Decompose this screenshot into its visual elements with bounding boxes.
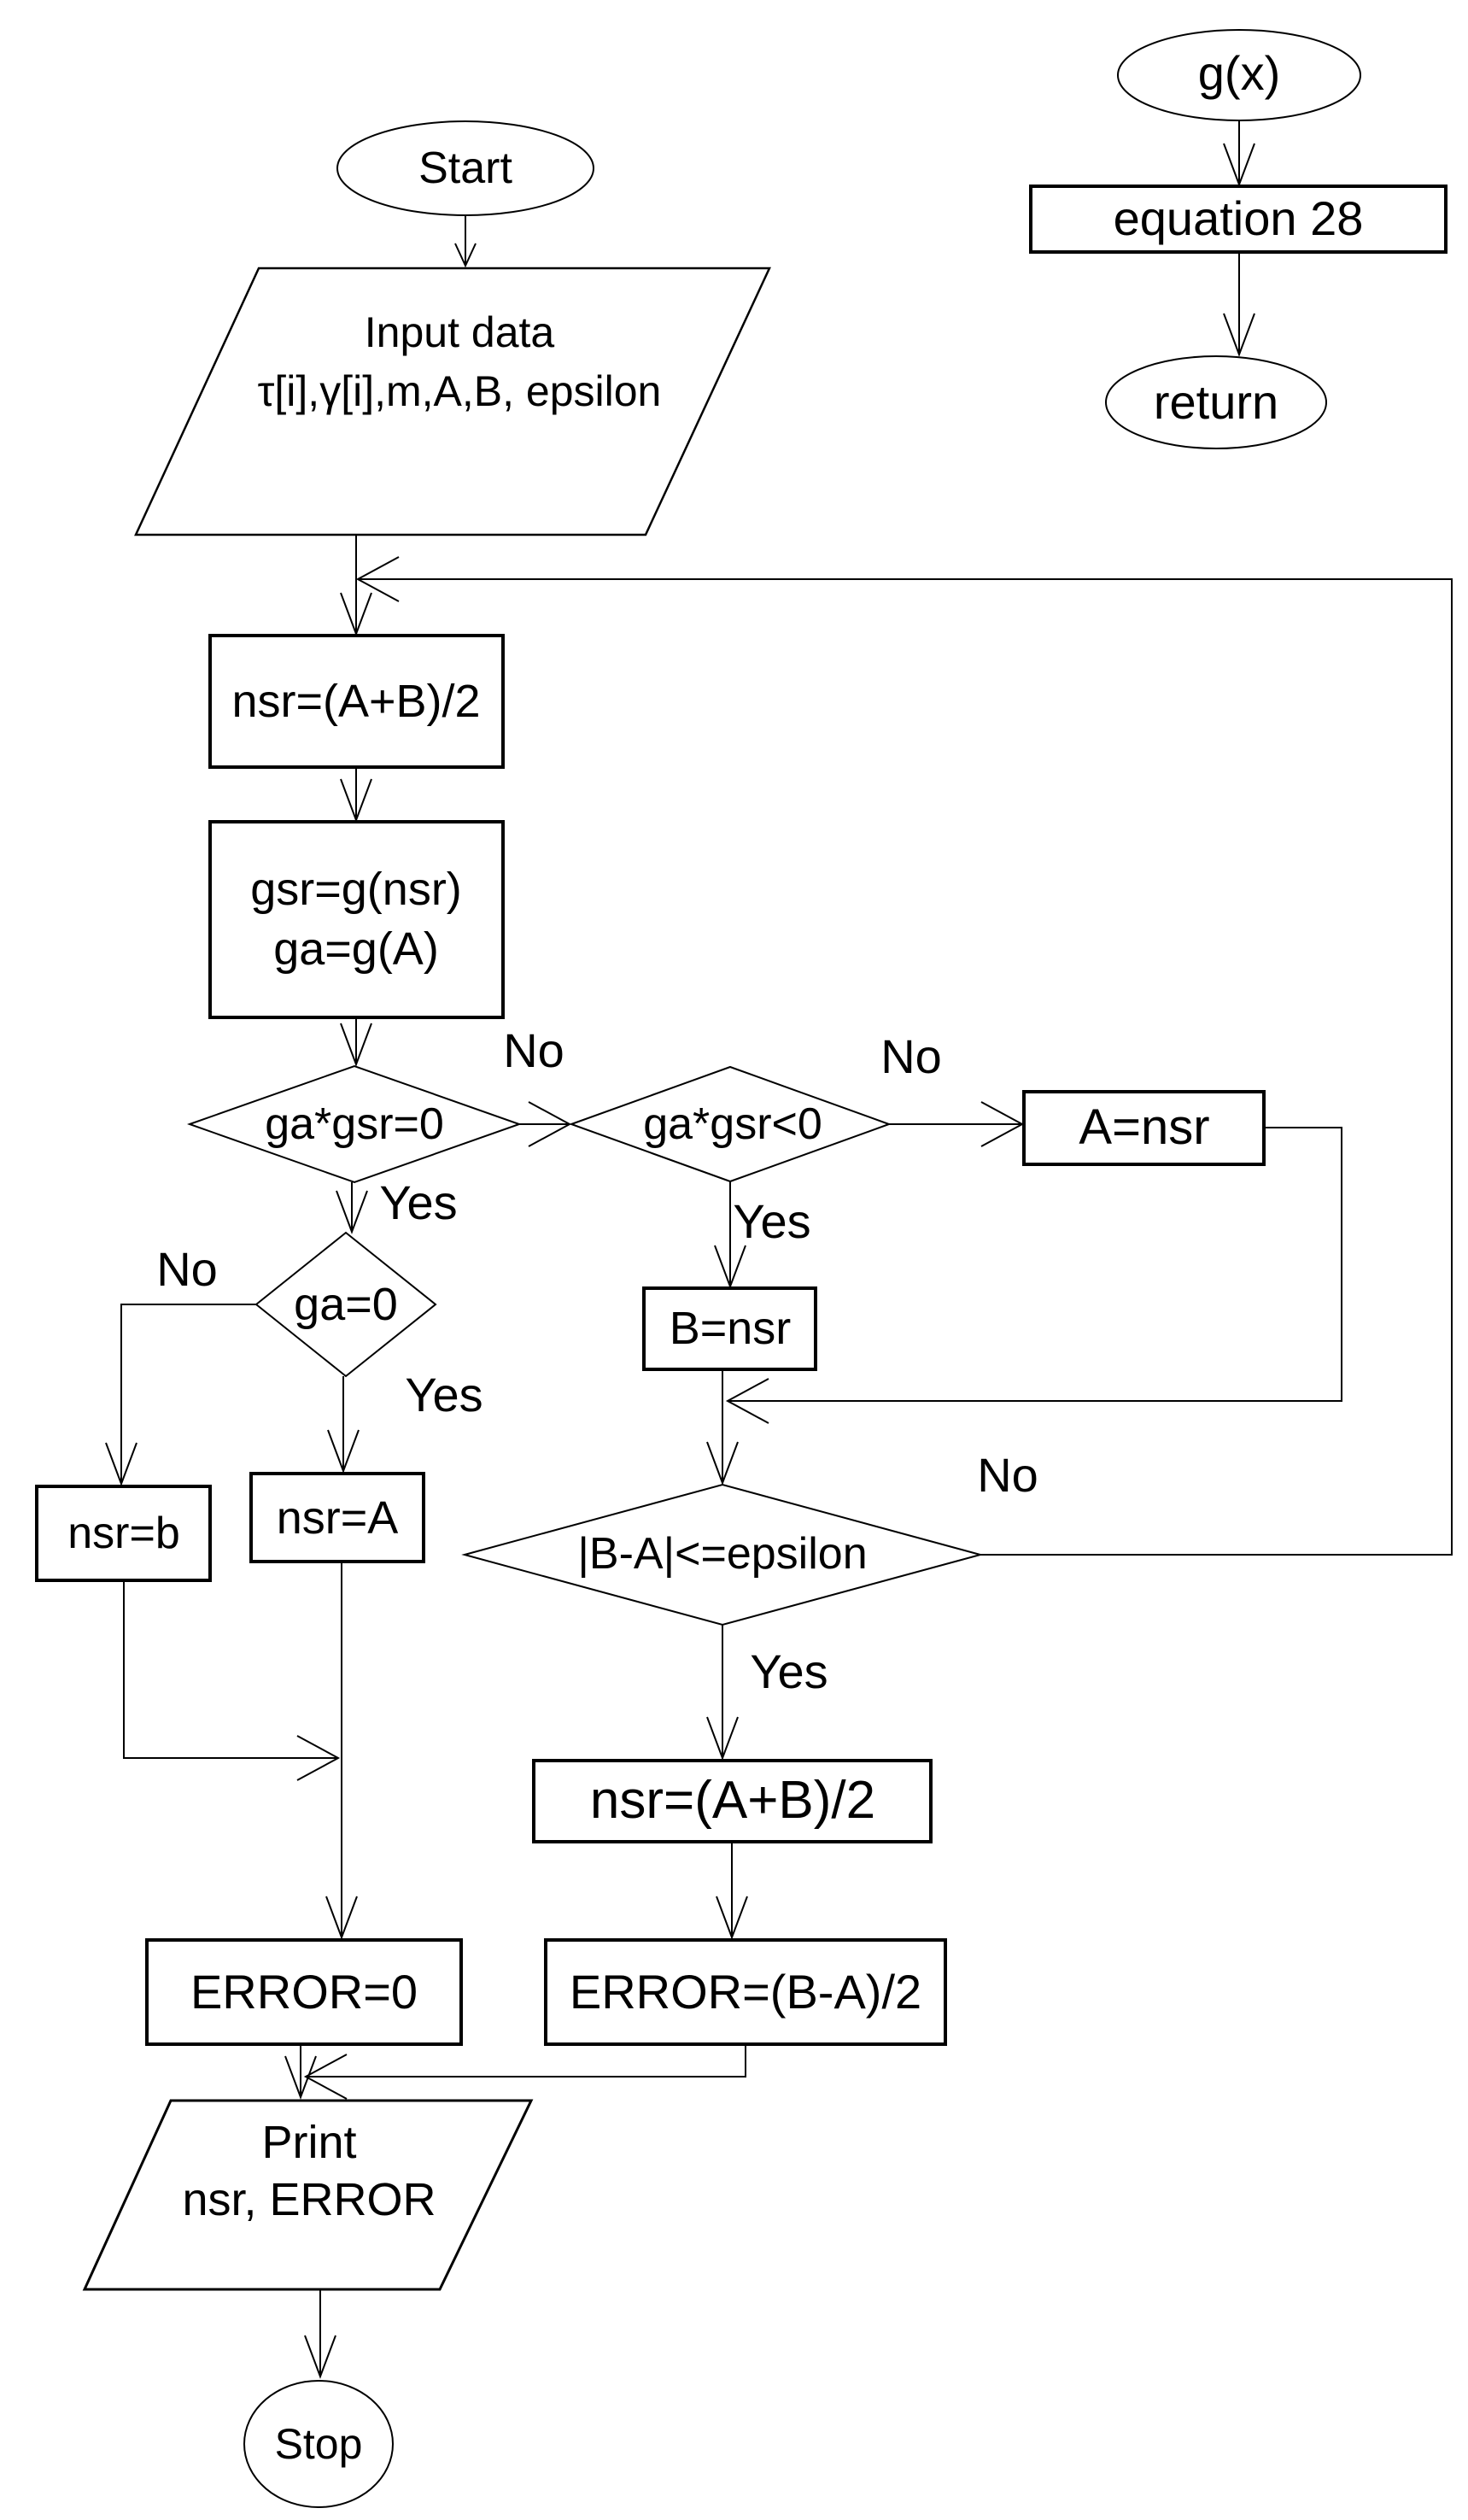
bisect-top-process-shape [208, 634, 505, 769]
edge-nsr-b-to-merge [123, 1580, 341, 1781]
edge-label-yes-converged: Yes [750, 1644, 828, 1698]
edge-test-ga-zero-no [105, 1304, 256, 1486]
edge-bisect-bottom-to-error-half [716, 1842, 748, 1940]
set-b-process-shape [642, 1286, 817, 1371]
edge-label-yes-product-zero: Yes [379, 1175, 458, 1229]
set-a-label: A=nsr [1079, 1099, 1210, 1155]
equation-process-shape [1029, 185, 1448, 254]
equation-label: equation 28 [1113, 191, 1364, 245]
test-converged-label: |B-A|<=epsilon [577, 1529, 868, 1579]
edge-label-no-product-negative: No [880, 1029, 942, 1083]
start-label: Start [418, 144, 512, 193]
stop-label: Stop [274, 2420, 363, 2468]
edge-test-product-zero-yes [336, 1182, 368, 1234]
bisect-bottom-label: nsr=(A+B)/2 [589, 1771, 876, 1830]
edge-print-to-stop [304, 2289, 336, 2379]
set-b-label: B=nsr [669, 1303, 792, 1354]
eval-g-label-line1: gsr=g(nsr) [250, 864, 462, 915]
edge-error-half-to-merge [303, 2044, 746, 2100]
stop-terminator-shape [243, 2380, 394, 2508]
nsr-a-process-shape [249, 1472, 425, 1563]
eval-g-label-line2: ga=g(A) [273, 923, 439, 975]
edge-start-to-input [454, 215, 477, 268]
bisect-top-label: nsr=(A+B)/2 [231, 676, 481, 727]
edge-feedback-no-loop [355, 556, 1453, 1556]
bisect-bottom-process-shape [532, 1759, 933, 1843]
edge-eval-g-to-test-product-zero [340, 1017, 372, 1067]
edge-bisect-top-to-eval-g [340, 767, 372, 823]
test-product-negative-label: ga*gsr<0 [643, 1099, 822, 1149]
nsr-a-label: nsr=A [276, 1492, 399, 1544]
edge-gx-to-equation [1223, 120, 1255, 187]
set-a-process-shape [1022, 1090, 1266, 1166]
print-label-line2: nsr, ERROR [182, 2174, 436, 2225]
input-label-line2: τ[i],γ[i],m,A,B, epsilon [257, 367, 662, 415]
g-function-terminator-shape [1117, 29, 1361, 121]
edge-set-a-loop [725, 1127, 1342, 1424]
test-product-negative-decision-shape [569, 1065, 892, 1183]
edge-test-product-zero-no [519, 1101, 572, 1147]
eval-g-process-shape [208, 820, 505, 1019]
edge-nsr-a-to-error-zero [325, 1562, 358, 1940]
error-zero-label: ERROR=0 [190, 1965, 418, 2019]
edge-test-converged-yes [706, 1625, 739, 1761]
start-terminator-shape [336, 120, 594, 216]
test-converged-decision-shape [461, 1483, 984, 1626]
input-parallelogram-shape [134, 267, 771, 536]
return-terminator-shape [1105, 355, 1327, 449]
test-ga-zero-decision-shape [254, 1231, 437, 1378]
error-zero-process-shape [145, 1938, 463, 2046]
print-parallelogram-shape [82, 2099, 534, 2291]
test-product-zero-decision-shape [186, 1064, 523, 1184]
edge-label-no-product-zero: No [503, 1023, 564, 1077]
edge-set-b-to-test-converged [706, 1369, 739, 1486]
edge-test-ga-zero-yes [327, 1376, 360, 1474]
edge-label-yes-ga-zero: Yes [405, 1368, 483, 1421]
nsr-b-label: nsr=b [67, 1509, 180, 1558]
nsr-b-process-shape [35, 1485, 212, 1582]
test-ga-zero-label: ga=0 [294, 1279, 398, 1330]
edge-label-no-ga-zero: No [156, 1242, 218, 1296]
print-label-line1: Print [261, 2117, 357, 2168]
test-product-zero-label: ga*gsr=0 [265, 1099, 444, 1149]
edge-test-product-negative-no [889, 1101, 1025, 1147]
edge-label-no-converged: No [977, 1448, 1038, 1502]
return-label: return [1153, 375, 1279, 429]
g-function-label: g(x) [1197, 46, 1281, 100]
input-label-line1: Input data [364, 308, 555, 356]
error-half-label: ERROR=(B-A)/2 [569, 1965, 922, 2019]
edge-error-zero-to-print [284, 2044, 317, 2100]
error-half-process-shape [544, 1938, 947, 2046]
edge-equation-to-return [1223, 252, 1255, 357]
edge-label-yes-product-negative: Yes [733, 1194, 811, 1248]
